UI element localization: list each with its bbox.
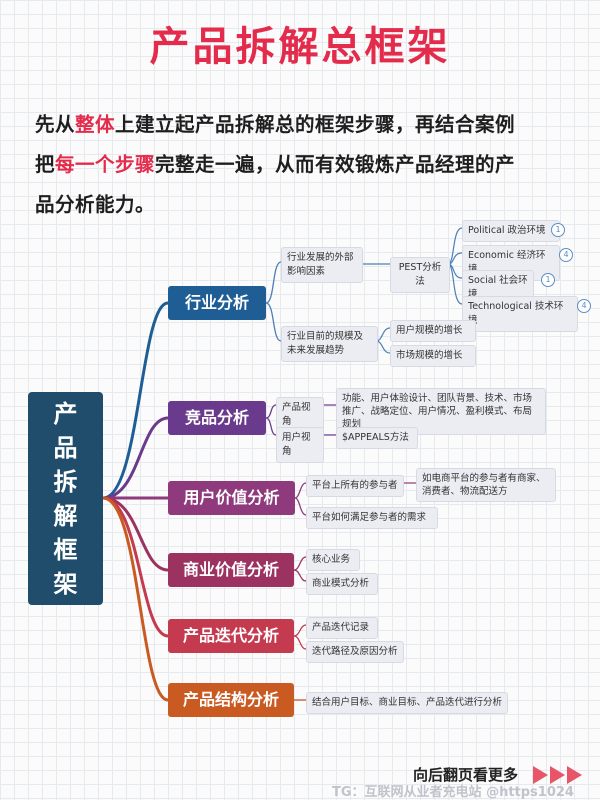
branch-competitor-analysis: 竞品分析 [168,401,266,435]
intro-highlight-1: 整体 [75,113,116,136]
iteration-record: 产品迭代记录 [306,617,378,639]
user-value-participants-detail: 如电商平台的参与者有商家、消费者、物流配送方 [416,468,556,502]
structure-analysis-detail: 结合用户目标、商业目标、产品迭代进行分析 [306,692,508,714]
market-scale-growth: 市场规模的增长 [390,345,476,367]
arrow-right-icon [567,766,582,784]
branch-product-structure-analysis: 产品结构分析 [168,683,294,717]
badge-social: 1 [541,273,555,287]
intro-line-2: 把每一个步骤完整走一遍，从而有效锻炼产品经理的产 [35,153,516,176]
pest-political: Political 政治环境 [462,220,560,242]
watermark: TG：互联网从业者充电站 @https1024 [332,785,574,800]
core-business: 核心业务 [306,549,360,571]
page-title: 产品拆解总框架 [149,24,451,70]
pest-technological: Technological 技术环境 [462,296,578,332]
intro-line-1: 先从整体上建立起产品拆解总的框架步骤，再结合案例 [35,113,516,136]
root-node: 产品拆 解框架 [28,392,103,605]
badge-political: 1 [551,223,565,237]
arrow-right-icon [550,766,565,784]
user-scale-growth: 用户规模的增长 [390,320,476,342]
intro-line-3: 品分析能力。 [35,193,156,216]
branch-business-value-analysis: 商业价值分析 [168,553,294,587]
industry-scale-trend: 行业目前的规模及未来发展趋势 [281,326,378,362]
intro-highlight-2: 每一个步骤 [55,153,156,176]
business-model-analysis: 商业模式分析 [306,573,378,595]
iteration-path-analysis: 迭代路径及原因分析 [306,641,404,663]
competitor-user-view: 用户视角 [276,427,324,463]
arrow-right-icon [533,766,548,784]
next-page-hint: 向后翻页看更多 [413,766,519,784]
industry-external-factors: 行业发展的外部影响因素 [281,247,363,283]
badge-economic: 4 [559,248,573,262]
next-arrows[interactable] [533,766,582,784]
branch-user-value-analysis: 用户价值分析 [168,481,295,515]
badge-technological: 4 [577,299,591,313]
competitor-user-detail: $APPEALS方法 [336,427,418,449]
pest-method: PEST分析法 [390,257,450,293]
branch-industry-analysis: 行业分析 [168,286,266,320]
user-value-needs: 平台如何满足参与者的需求 [306,507,438,529]
user-value-participants: 平台上所有的参与者 [306,475,404,497]
branch-product-iteration-analysis: 产品迭代分析 [168,619,294,653]
